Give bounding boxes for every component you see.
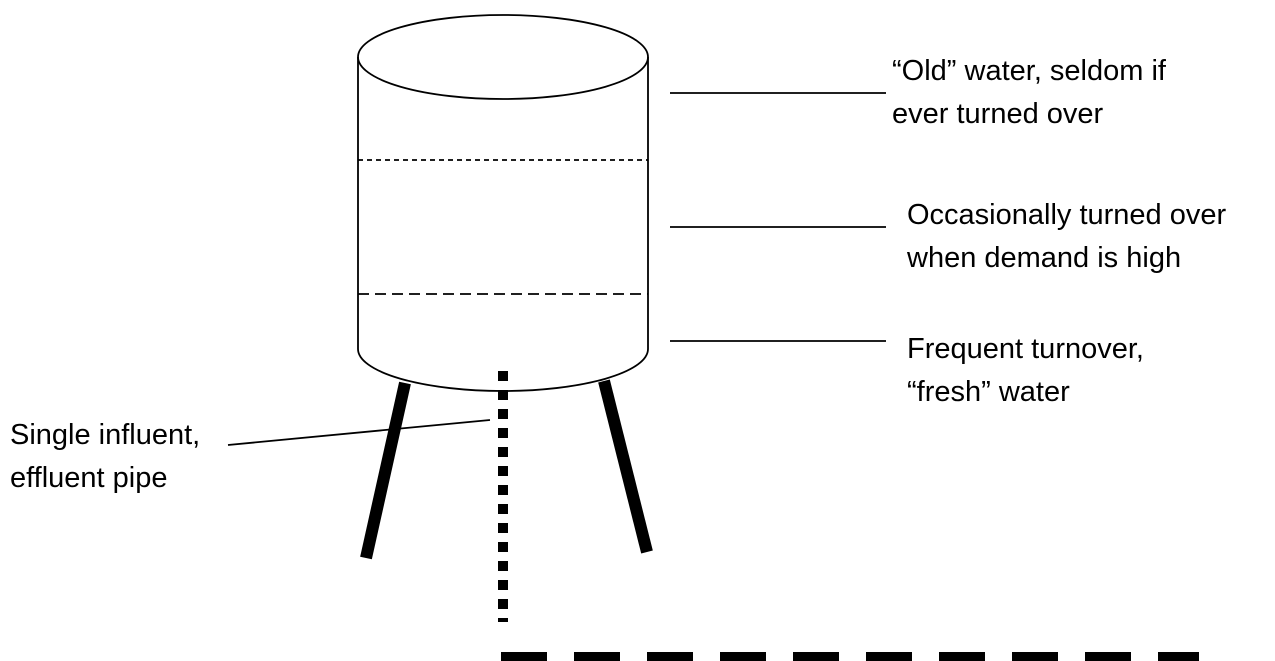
old-water-label-line-1: “Old” water, seldom if [892,55,1166,87]
pipe-label: Single influent, effluent pipe [10,414,200,500]
fresh-water-label: Frequent turnover, “fresh” water [907,328,1144,414]
old-water-label: “Old” water, seldom if ever turned over [892,50,1166,136]
fresh-water-label-line-1: Frequent turnover, [907,333,1144,365]
leader-lines [227,92,886,446]
right-leg [598,379,653,554]
pipe-label-line-2: effluent pipe [10,462,168,494]
tank-body-outline [357,57,649,392]
occasional-turnover-label: Occasionally turned over when demand is … [907,194,1226,280]
pipe-label-line-1: Single influent, [10,419,201,451]
occasional-turnover-label-line-2: when demand is high [907,242,1182,274]
tank-top-ellipse [357,14,649,100]
fresh-water-label-line-2: “fresh” water [907,376,1070,408]
tower-legs [360,379,653,560]
occasional-turnover-label-line-1: Occasionally turned over [907,199,1227,231]
left-leg [360,381,411,560]
leader-line-pipe [227,419,491,446]
water-tank [357,14,649,392]
old-water-label-line-2: ever turned over [892,98,1104,130]
